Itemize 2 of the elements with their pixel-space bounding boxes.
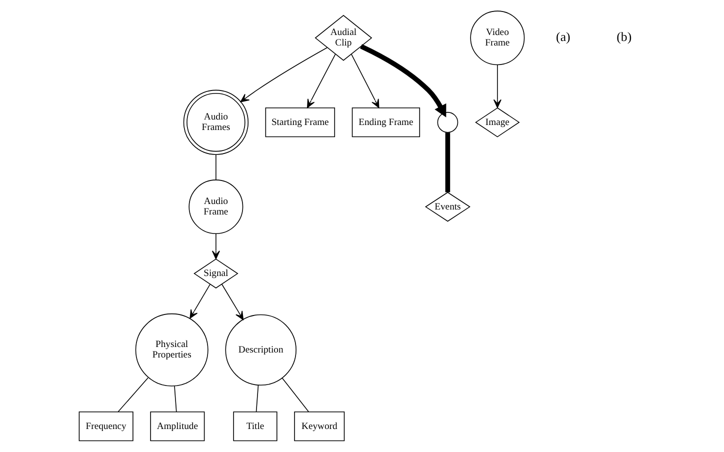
label: (b) <box>616 30 632 44</box>
label: (a) <box>556 30 570 44</box>
